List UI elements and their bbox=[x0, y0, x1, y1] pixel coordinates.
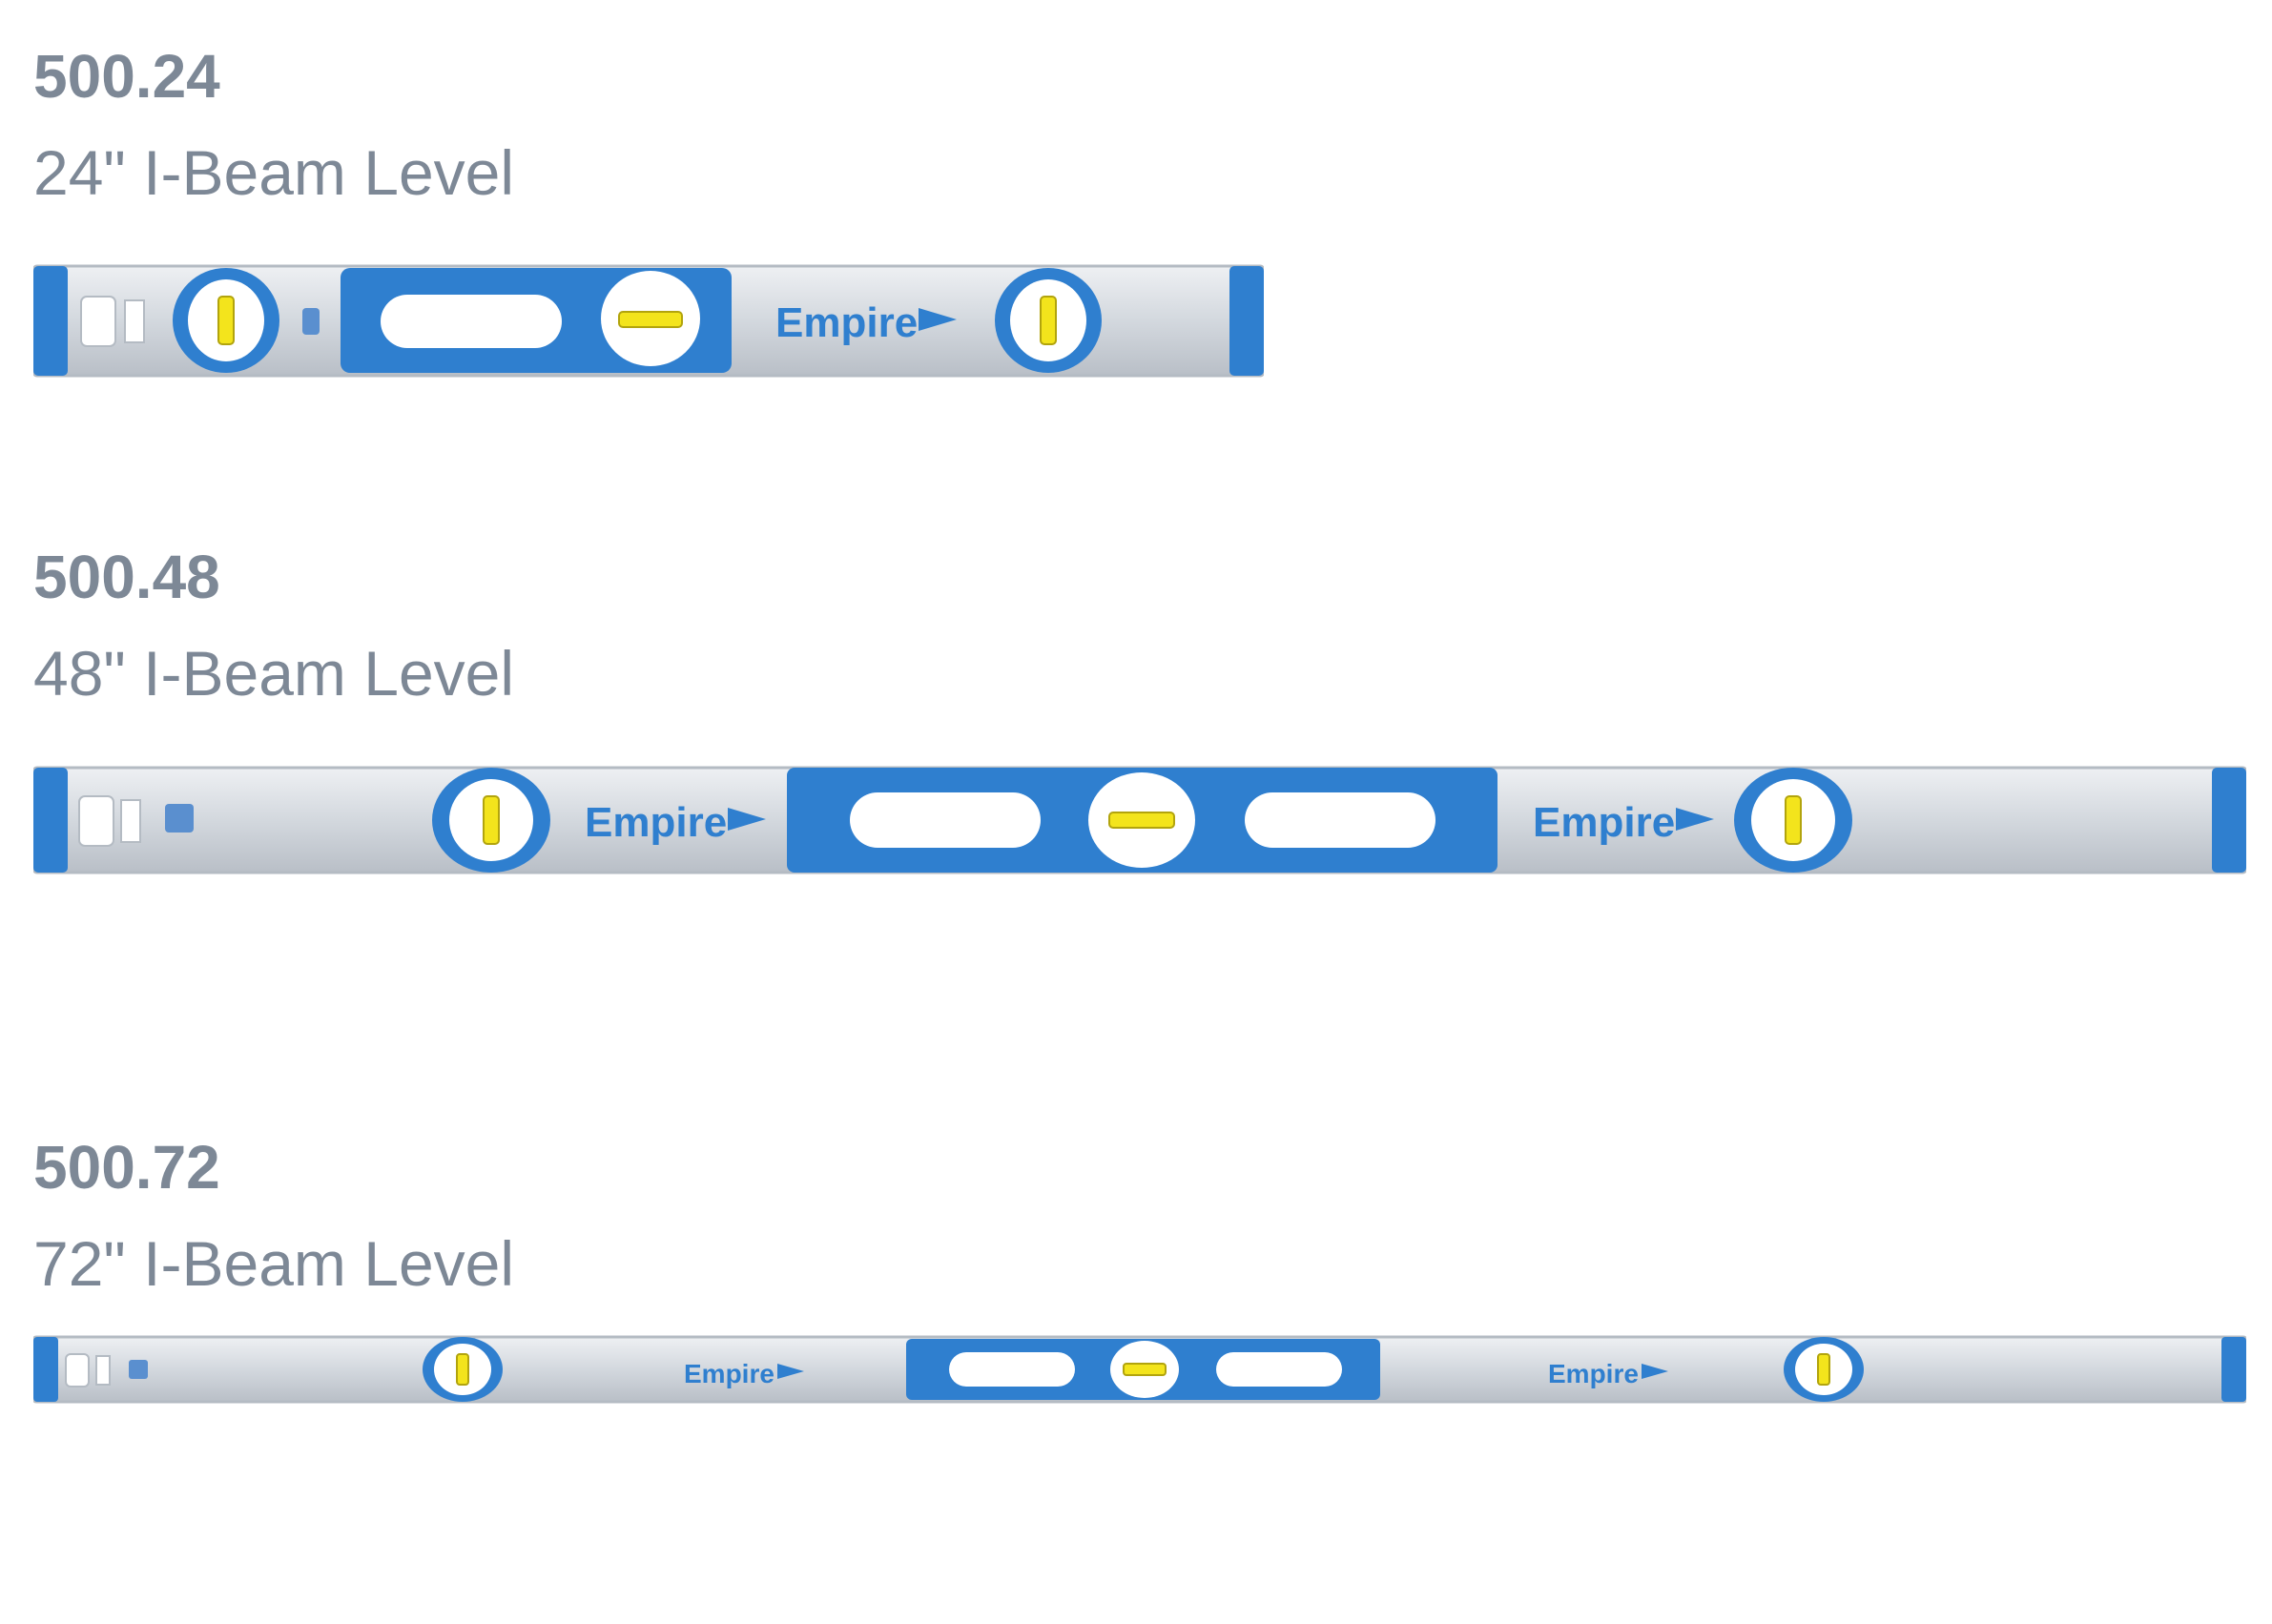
product-500-24: 500.24 24" I-Beam Level Empire bbox=[33, 42, 1264, 378]
product-sku: 500.48 bbox=[33, 543, 220, 611]
svg-text:Empire: Empire bbox=[1548, 1359, 1639, 1388]
brand-logo: Empire bbox=[585, 799, 727, 846]
level-image-24in: Empire bbox=[33, 264, 1264, 378]
product-sku: 500.72 bbox=[33, 1133, 220, 1202]
product-title: 24" I-Beam Level bbox=[33, 137, 515, 208]
product-title: 72" I-Beam Level bbox=[33, 1228, 515, 1299]
product-500-72: 500.72 72" I-Beam Level Empire Empire bbox=[33, 1133, 2246, 1404]
product-500-48: 500.48 48" I-Beam Level Empire Empire bbox=[33, 543, 2246, 874]
svg-text:Empire: Empire bbox=[1533, 799, 1675, 846]
product-sku: 500.24 bbox=[33, 42, 220, 111]
brand-logo: Empire bbox=[775, 299, 918, 346]
level-image-72in: Empire Empire bbox=[33, 1335, 2246, 1404]
product-title: 48" I-Beam Level bbox=[33, 638, 515, 709]
level-image-48in: Empire Empire bbox=[33, 766, 2246, 874]
brand-logo: Empire bbox=[684, 1359, 775, 1388]
